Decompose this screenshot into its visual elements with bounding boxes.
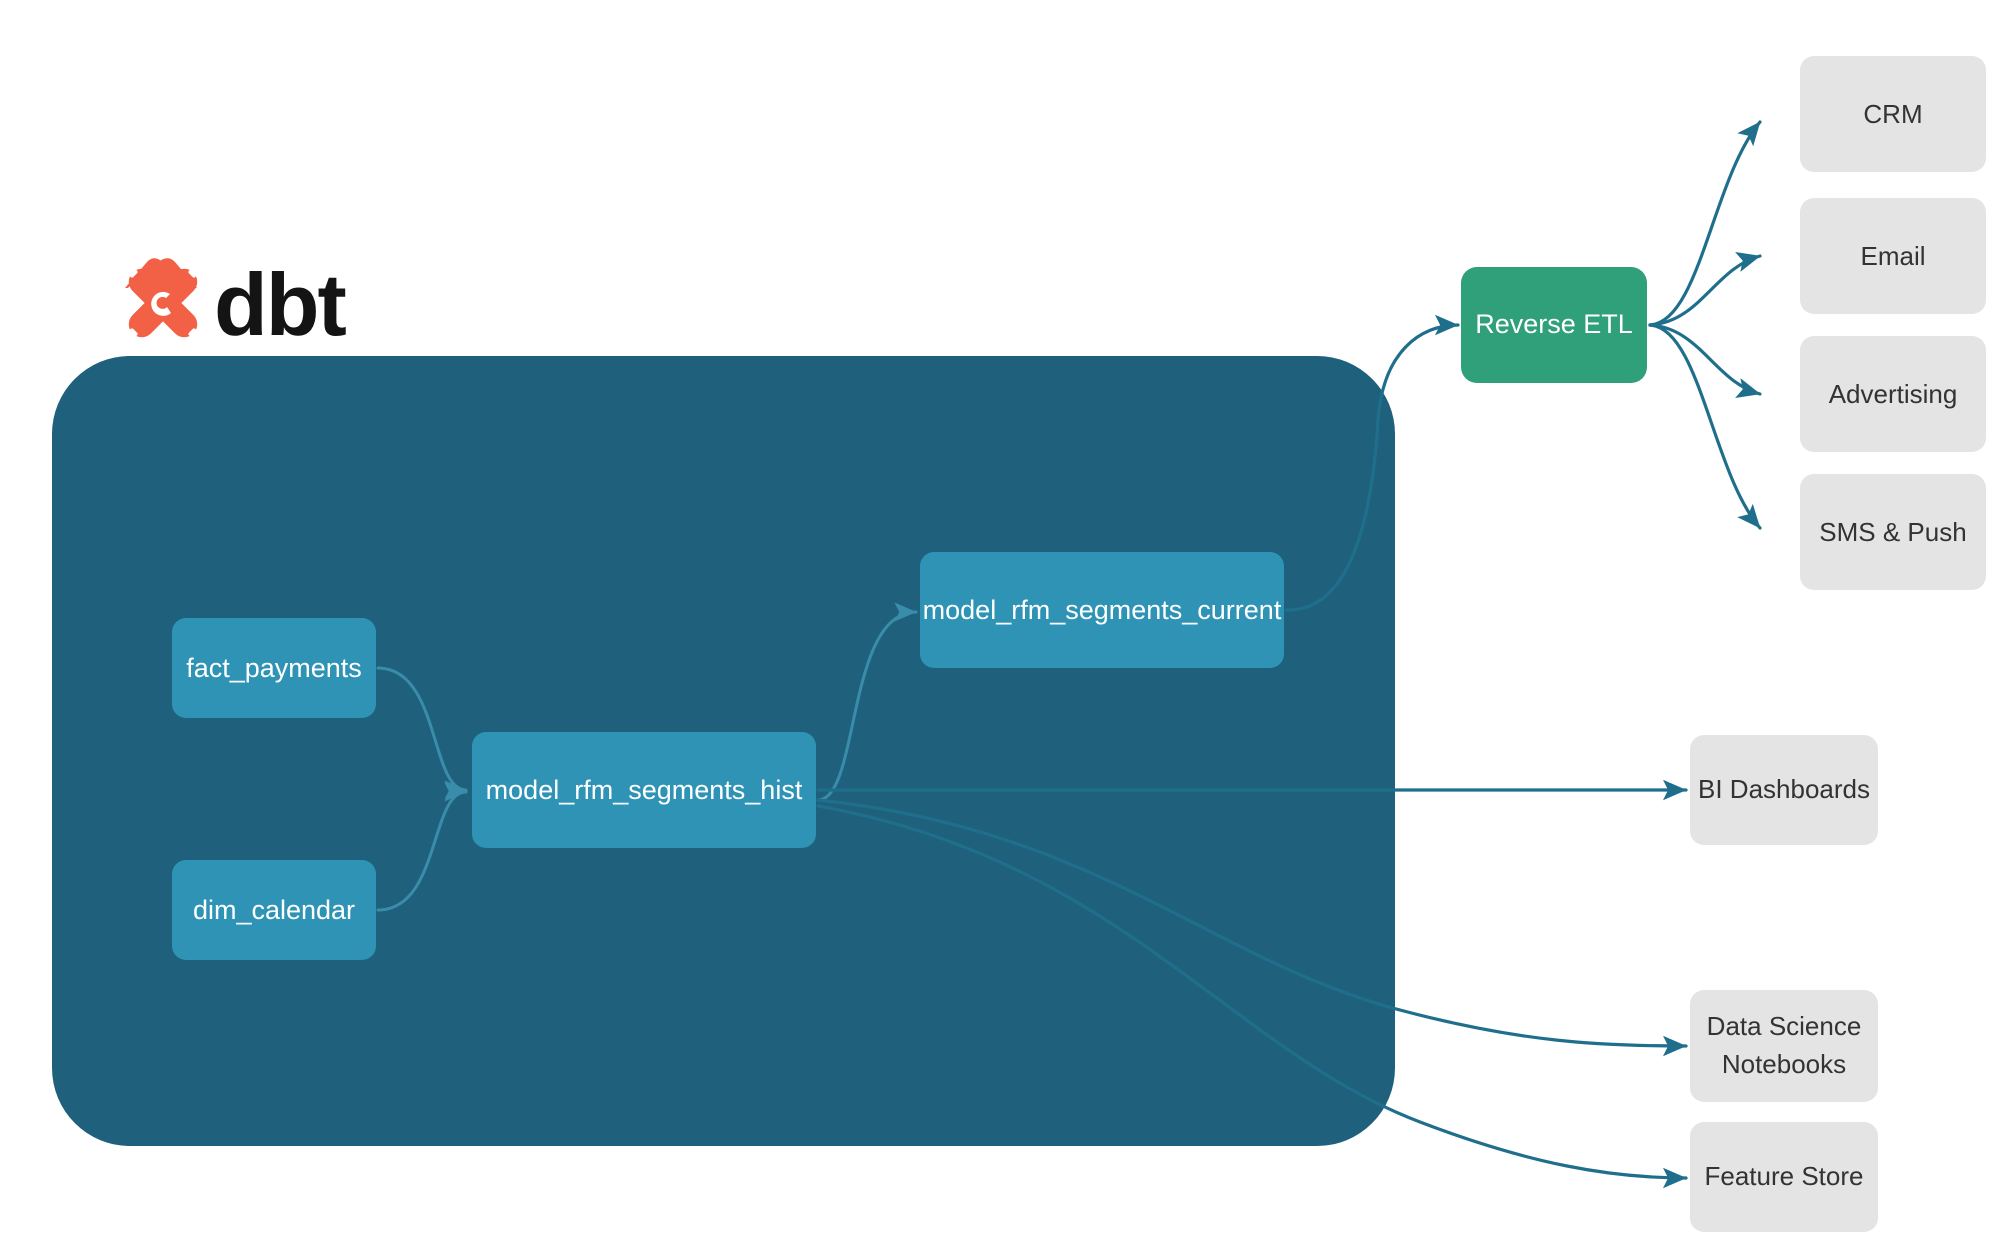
- edge-hist-to-feature-store: [816, 804, 1688, 1189]
- consumer-node-feature-store-label: Feature Store: [1705, 1161, 1864, 1191]
- destination-node-sms-push-label: SMS & Push: [1819, 517, 1966, 547]
- destination-node-crm-label: CRM: [1863, 99, 1922, 129]
- edge-reverse-etl-to-sms-push: [1648, 323, 1762, 530]
- model-node-rfm-segments-current-label: model_rfm_segments_current: [923, 595, 1282, 625]
- destination-node-sms-push[interactable]: SMS & Push: [1800, 474, 1986, 590]
- destination-node-email[interactable]: Email: [1800, 198, 1986, 314]
- edge-reverse-etl-to-advertising: [1648, 323, 1762, 398]
- model-node-fact-payments[interactable]: fact_payments: [172, 618, 376, 718]
- dbt-wordmark: dbt: [214, 255, 347, 354]
- destination-node-advertising[interactable]: Advertising: [1800, 336, 1986, 452]
- consumer-node-bi-dashboards-label: BI Dashboards: [1698, 774, 1870, 804]
- consumer-node-bi-dashboards[interactable]: BI Dashboards: [1690, 735, 1878, 845]
- consumer-node-feature-store[interactable]: Feature Store: [1690, 1122, 1878, 1232]
- model-node-rfm-segments-hist[interactable]: model_rfm_segments_hist: [472, 732, 816, 848]
- destination-node-email-label: Email: [1860, 241, 1925, 271]
- destination-node-advertising-label: Advertising: [1829, 379, 1958, 409]
- edge-reverse-etl-to-crm: [1648, 120, 1762, 327]
- model-node-dim-calendar[interactable]: dim_calendar: [172, 860, 376, 960]
- reverse-etl-node[interactable]: Reverse ETL: [1461, 267, 1647, 383]
- edge-dim-calendar-to-hist: [376, 782, 468, 912]
- model-node-rfm-segments-hist-label: model_rfm_segments_hist: [486, 775, 803, 805]
- model-node-rfm-segments-current[interactable]: model_rfm_segments_current: [920, 552, 1284, 668]
- consumer-node-data-science-notebooks-label-line1: Data Science: [1707, 1011, 1862, 1041]
- edge-current-to-reverse-etl: [1284, 314, 1460, 612]
- model-node-fact-payments-label: fact_payments: [186, 653, 362, 683]
- reverse-etl-node-label: Reverse ETL: [1475, 309, 1633, 339]
- dbt-x-logo-icon: [125, 258, 200, 340]
- destination-node-crm[interactable]: CRM: [1800, 56, 1986, 172]
- edge-reverse-etl-to-email: [1648, 252, 1762, 327]
- edge-hist-to-data-science-notebooks: [816, 798, 1688, 1057]
- model-node-dim-calendar-label: dim_calendar: [193, 895, 355, 925]
- consumer-node-data-science-notebooks[interactable]: Data Science Notebooks: [1690, 990, 1878, 1102]
- consumer-node-data-science-notebooks-label-line2: Notebooks: [1722, 1049, 1846, 1079]
